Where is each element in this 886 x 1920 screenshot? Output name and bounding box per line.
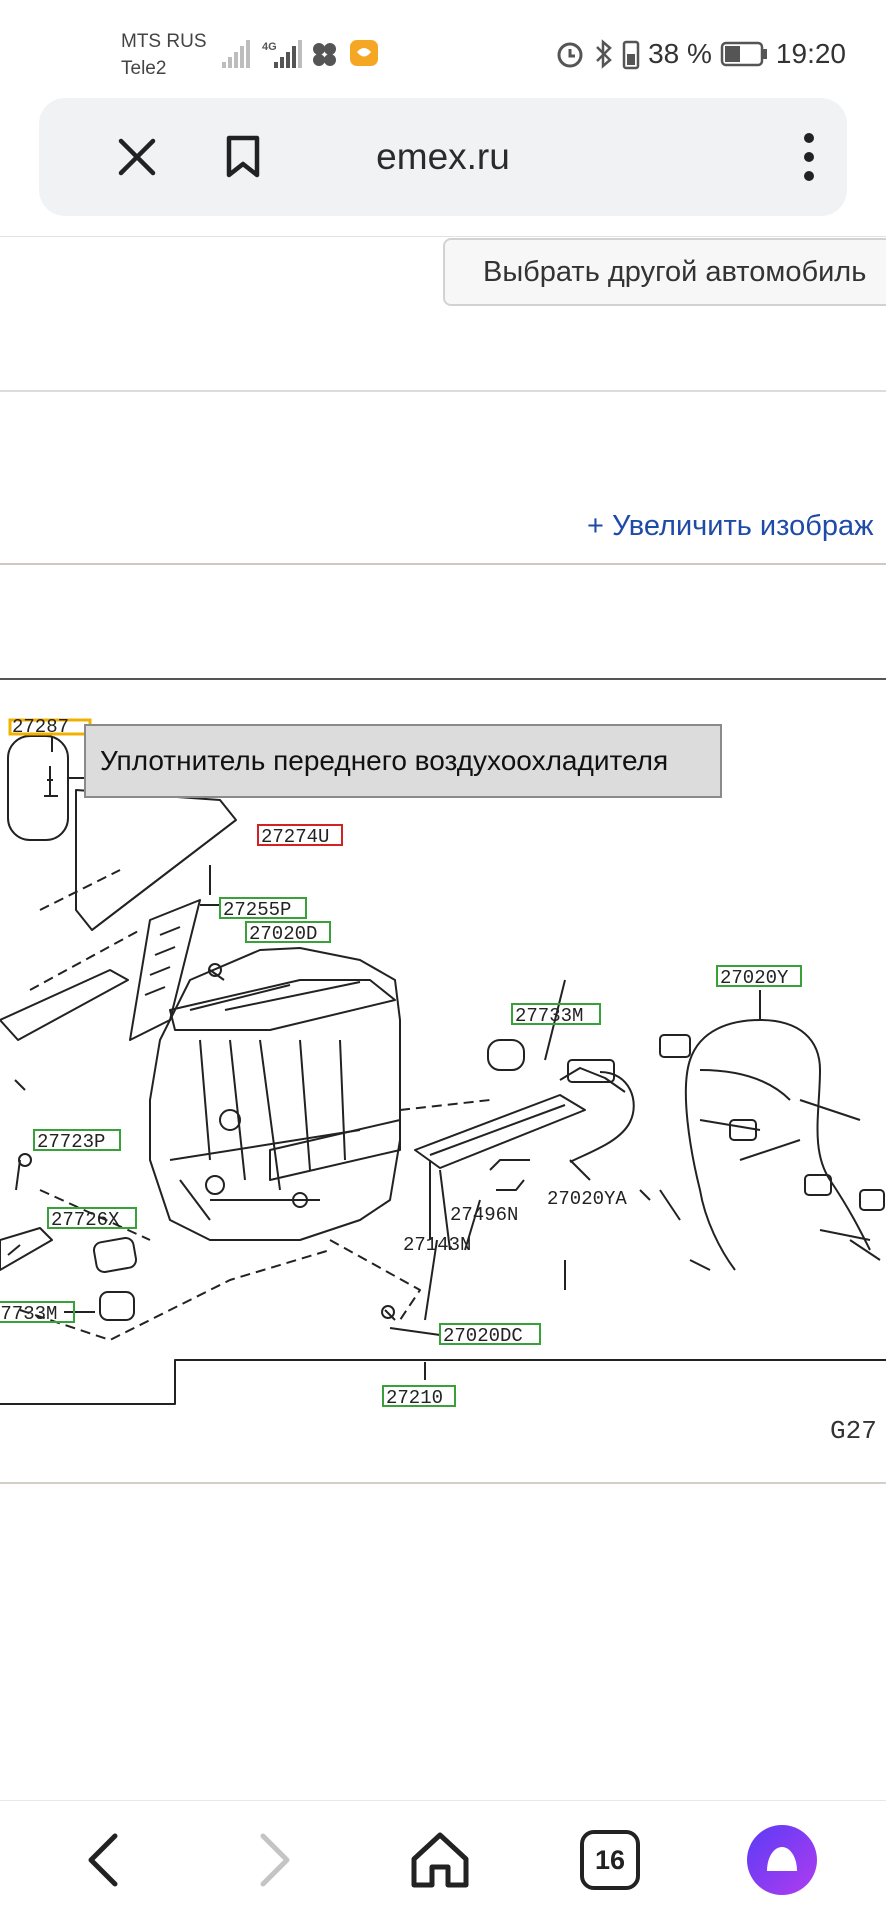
close-tab-button[interactable] (102, 122, 172, 192)
harness-part (559, 1067, 635, 1181)
page-top-divider (0, 236, 886, 237)
status-bar: MTS RUS Tele2 4G 38 % 19:20 (0, 0, 886, 96)
part-label-27020DC: 27020DC (443, 1325, 523, 1347)
parts-diagram-drawing: 27287 27274U 27255P 27020D 27020Y 27733M… (0, 716, 886, 1446)
clock: 19:20 (775, 38, 846, 69)
more-vertical-icon (804, 133, 814, 181)
actuator-part (99, 1291, 135, 1321)
heater-core-part (414, 1094, 586, 1169)
part-label-27726X: 27726X (51, 1209, 120, 1231)
parts-diagram[interactable]: 27287 27274U 27255P 27020D 27020Y 27733M… (0, 678, 886, 1448)
part-label-27143N: 27143N (403, 1234, 471, 1256)
battery-saver-icon (622, 40, 640, 70)
divider (0, 1482, 886, 1484)
part-label-27020D: 27020D (249, 923, 317, 945)
part-label-27020Y: 27020Y (720, 967, 789, 989)
carrier-info: MTS RUS Tele2 (121, 28, 207, 82)
home-icon (411, 1832, 469, 1888)
cabin-filter-part (75, 789, 237, 931)
choose-other-car-button[interactable]: Выбрать другой автомобиль (443, 238, 886, 306)
part-label-27723P: 27723P (37, 1131, 105, 1153)
blower-part (487, 1039, 525, 1071)
address-bar: emex.ru (39, 98, 847, 216)
part-label-27020YA: 27020YA (547, 1188, 627, 1210)
bookmark-button[interactable] (208, 122, 278, 192)
part-label-27287: 27287 (12, 716, 69, 738)
panel-part (0, 1227, 53, 1271)
part-label-27274U: 27274U (261, 826, 329, 848)
home-button[interactable] (395, 1815, 485, 1905)
part-label-27210: 27210 (386, 1387, 443, 1409)
harness-part (684, 1019, 761, 1271)
carrier-primary: MTS RUS (121, 31, 207, 52)
divider (0, 390, 886, 392)
status-right: 38 % 19:20 (554, 36, 846, 72)
heater-unit-housing (149, 947, 401, 1241)
alarm-icon (557, 42, 583, 68)
forward-arrow-icon (260, 1833, 290, 1887)
part-label-27255P: 27255P (223, 899, 291, 921)
bluetooth-icon (596, 39, 612, 69)
part-label-27733M: 27733M (0, 1303, 57, 1325)
carrier-secondary: Tele2 (121, 58, 167, 79)
filter-cap-part (7, 735, 69, 841)
browser-bottom-bar: 16 (0, 1800, 886, 1920)
part-label-27496N: 27496N (450, 1204, 518, 1226)
battery-percent: 38 % (648, 38, 712, 69)
part-label-27733M-right: 27733M (515, 1005, 583, 1027)
close-icon (118, 138, 156, 176)
part-tooltip: Уплотнитель переднего воздухоохладителя (84, 724, 722, 798)
assistant-button[interactable] (737, 1815, 827, 1905)
bookmark-icon (226, 135, 260, 178)
tab-count: 16 (594, 1844, 626, 1875)
more-menu-button[interactable] (774, 122, 844, 192)
network-type-label: 4G (262, 41, 277, 53)
back-button[interactable] (58, 1815, 148, 1905)
divider (0, 563, 886, 565)
panel-part (0, 969, 129, 1041)
alice-assistant-icon (747, 1825, 817, 1895)
back-arrow-icon (88, 1833, 118, 1887)
tabs-button[interactable]: 16 (565, 1815, 655, 1905)
figure-code: G27 (830, 1416, 877, 1446)
forward-button[interactable] (230, 1815, 320, 1905)
battery-icon (720, 41, 767, 67)
signal-icons: 4G (222, 40, 378, 68)
actuator-part (92, 1237, 138, 1273)
enlarge-image-link[interactable]: + Увеличить изображ (587, 510, 874, 542)
